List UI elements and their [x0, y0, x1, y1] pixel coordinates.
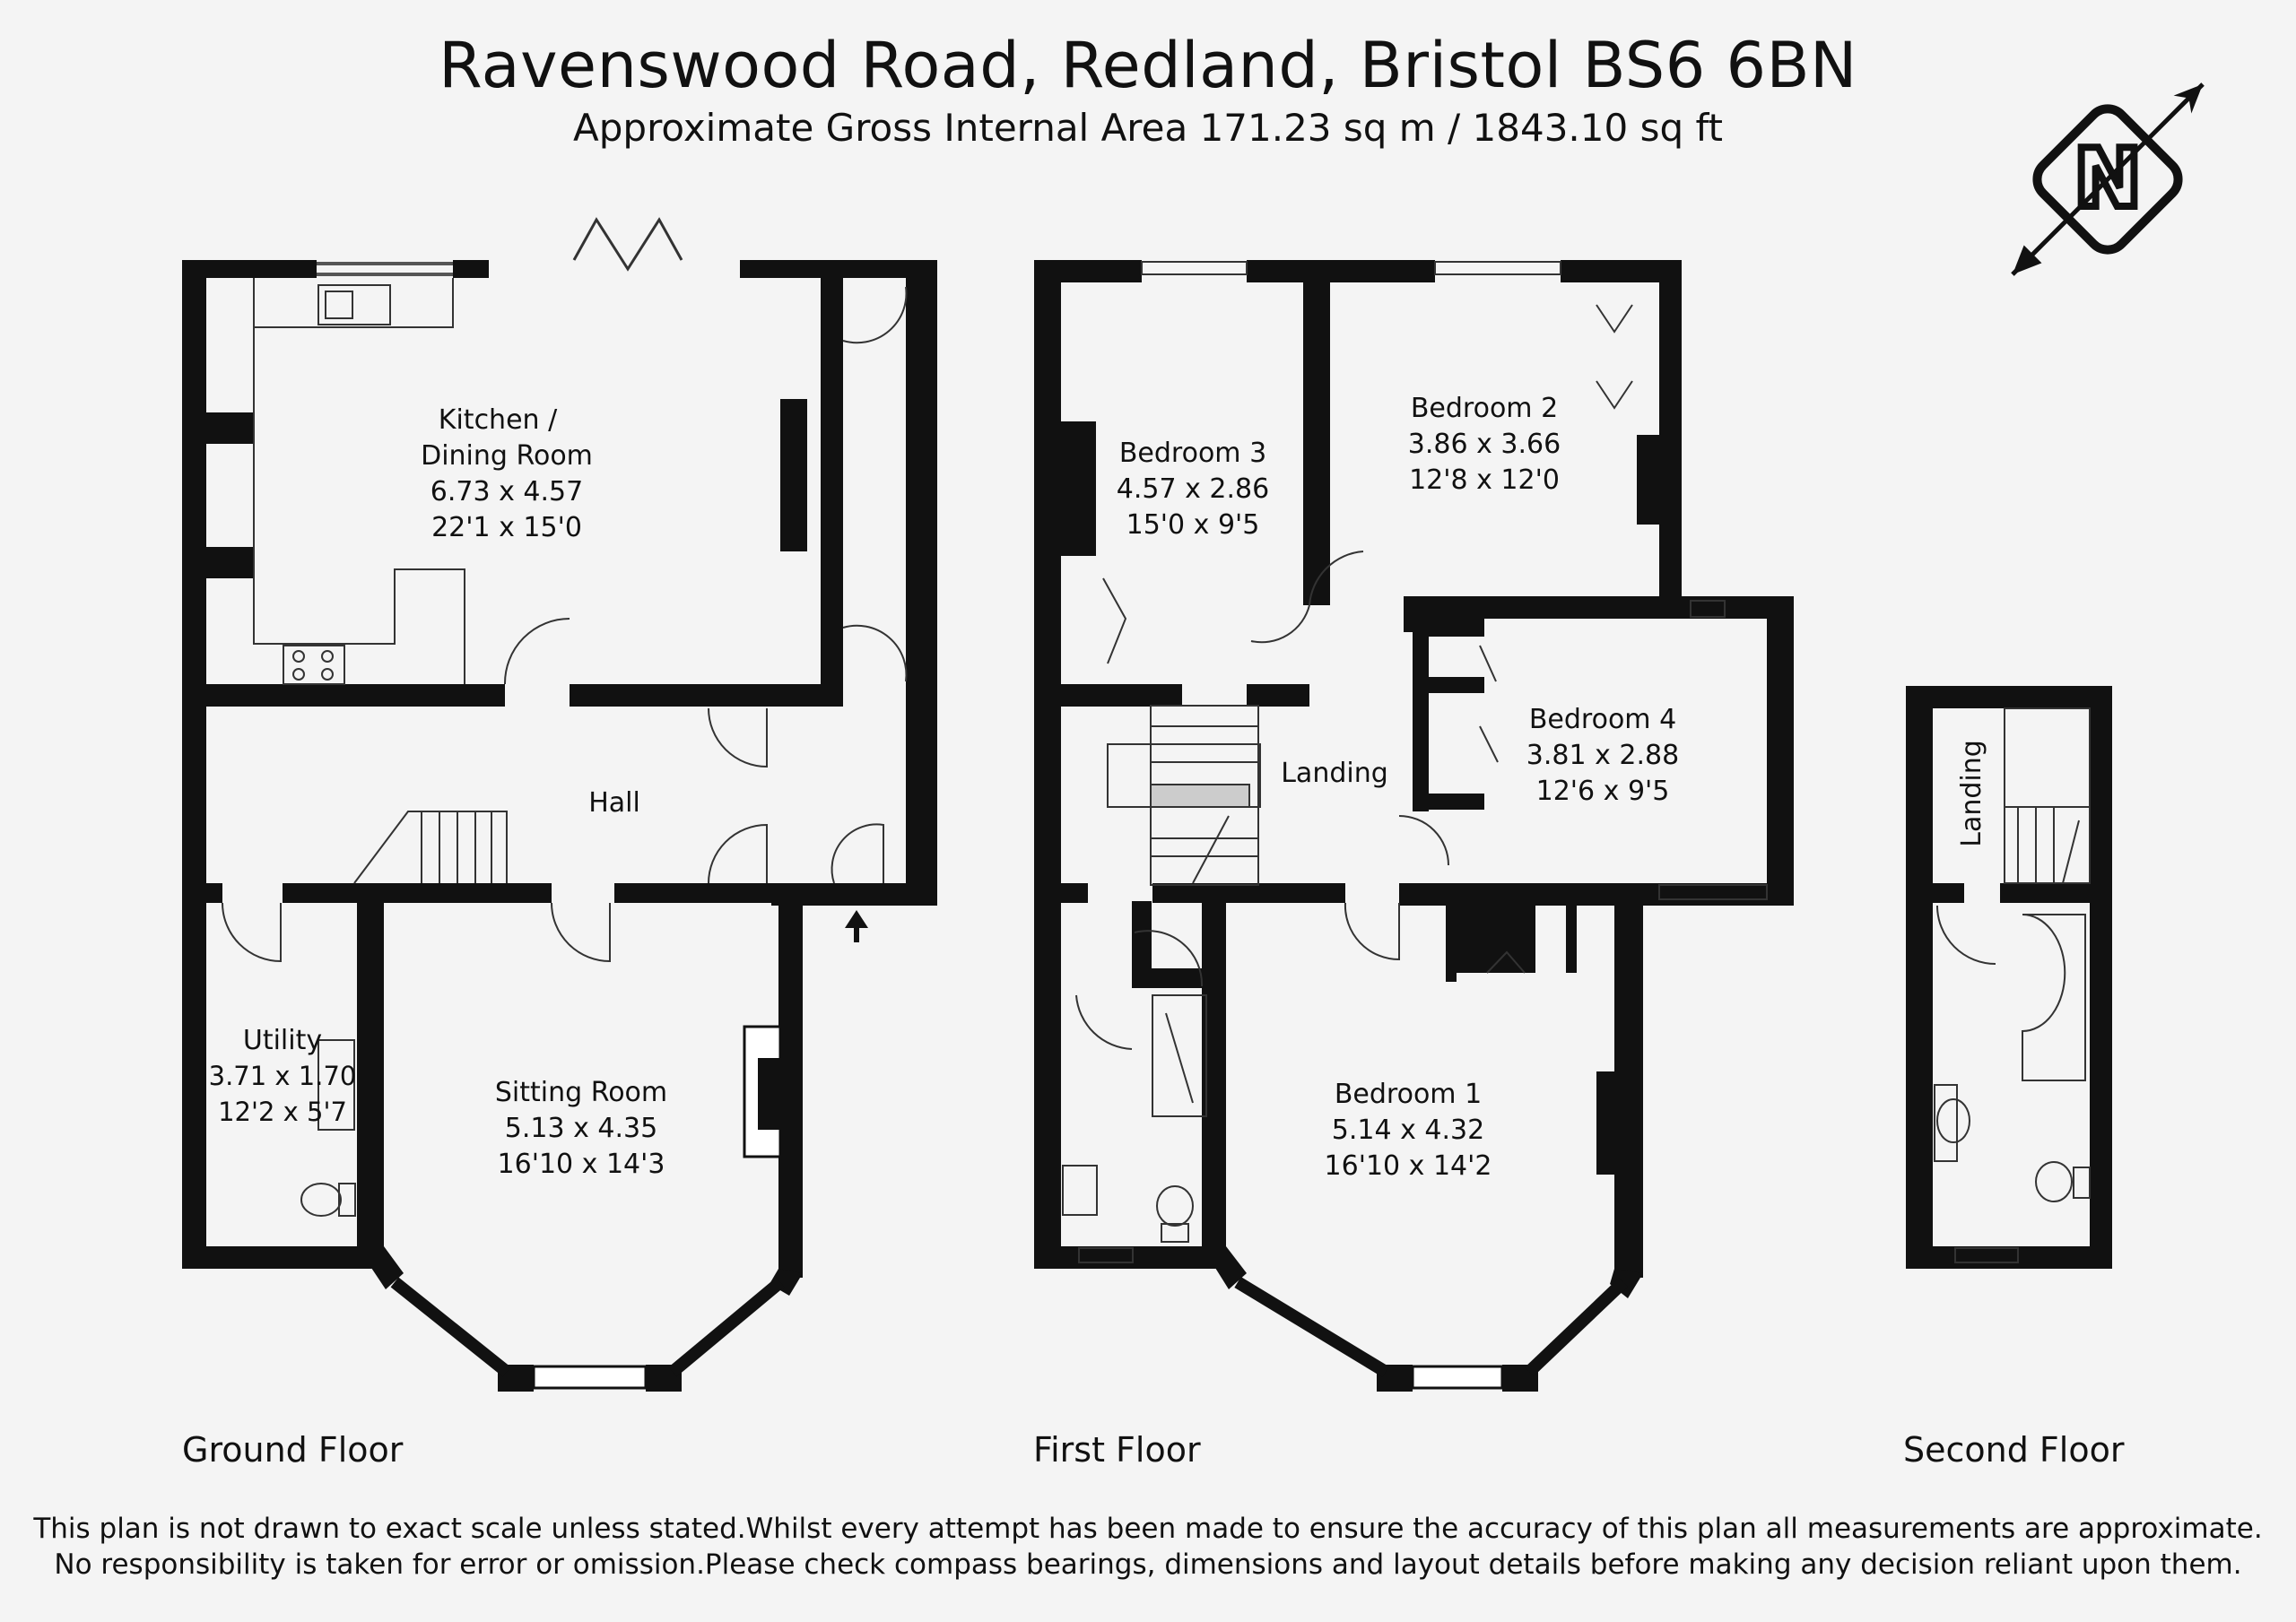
kitchen-name-2: Dining Room — [421, 440, 593, 472]
ground-floor-fittings — [222, 278, 908, 1217]
bedroom1-metric: 5.14 x 4.32 — [1332, 1115, 1484, 1146]
floor-label-first: First Floor — [1033, 1430, 1201, 1470]
second-floor-plan — [1906, 686, 2112, 1269]
kitchen-imperial: 22'1 x 15'0 — [431, 512, 582, 543]
second-floor-fittings — [1934, 707, 2091, 1263]
kitchen-name-1: Kitchen / — [439, 404, 558, 436]
bedroom1-name: Bedroom 1 — [1335, 1079, 1482, 1110]
utility-metric: 3.71 x 1.70 — [209, 1061, 357, 1091]
bedroom2-metric: 3.86 x 3.66 — [1408, 429, 1561, 460]
hall-name: Hall — [588, 787, 640, 819]
disclaimer-line-1: This plan is not drawn to exact scale un… — [33, 1513, 2263, 1545]
floor-label-ground: Ground Floor — [182, 1430, 404, 1470]
bedroom1-imperial: 16'10 x 14'2 — [1325, 1150, 1492, 1182]
floor-label-second: Second Floor — [1903, 1430, 2125, 1470]
first-floor-plan — [1034, 260, 1794, 1392]
bedroom4-metric: 3.81 x 2.88 — [1526, 740, 1679, 771]
sitting-imperial: 16'10 x 14'3 — [498, 1149, 665, 1180]
gross-area: Approximate Gross Internal Area 171.23 s… — [573, 106, 1723, 150]
bedroom4-imperial: 12'6 x 9'5 — [1536, 776, 1670, 807]
north-compass-icon: N — [2011, 82, 2205, 276]
plan-title: Ravenswood Road, Redland, Bristol BS6 6B… — [439, 29, 1857, 102]
sitting-metric: 5.13 x 4.35 — [505, 1113, 657, 1144]
entrance-arrow-icon — [845, 910, 868, 942]
sitting-name: Sitting Room — [495, 1077, 667, 1108]
room-labels: Kitchen / Dining Room 6.73 x 4.57 22'1 x… — [209, 393, 1987, 1182]
ground-floor-plan — [182, 260, 937, 1392]
utility-name: Utility — [243, 1025, 322, 1056]
landing-first-name: Landing — [1281, 758, 1388, 789]
compass-letter: N — [2074, 132, 2141, 226]
disclaimer-line-2: No responsibility is taken for error or … — [54, 1548, 2242, 1581]
landing-second-name: Landing — [1956, 740, 1987, 847]
bedroom3-metric: 4.57 x 2.86 — [1117, 473, 1269, 505]
bedroom2-name: Bedroom 2 — [1411, 393, 1558, 424]
bifold-door-icon — [572, 217, 683, 272]
bedroom3-imperial: 15'0 x 9'5 — [1126, 509, 1260, 541]
bedroom4-name: Bedroom 4 — [1529, 704, 1676, 735]
bedroom2-imperial: 12'8 x 12'0 — [1409, 464, 1560, 496]
first-floor-fittings — [1062, 261, 1768, 1263]
kitchen-metric: 6.73 x 4.57 — [430, 476, 583, 507]
bedroom3-name: Bedroom 3 — [1119, 438, 1266, 469]
utility-imperial: 12'2 x 5'7 — [218, 1097, 347, 1127]
